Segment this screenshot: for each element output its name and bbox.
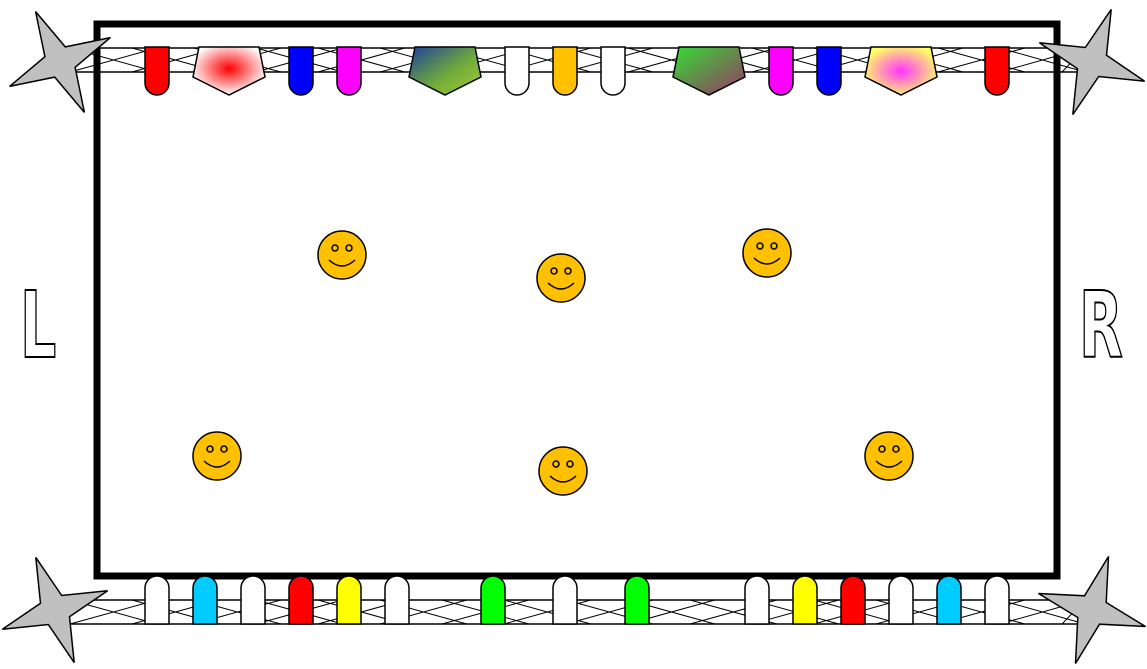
light-bulb-icon: [985, 576, 1009, 624]
smiley-icon: [865, 432, 913, 480]
pentagon-light-icon: [409, 47, 481, 95]
star-icon: [2, 557, 107, 662]
light-bulb-icon: [889, 576, 913, 624]
light-bulb-icon: [817, 47, 841, 95]
smiley-faces: [193, 229, 913, 495]
light-string-top: [145, 47, 1009, 95]
border-frame: [97, 24, 1057, 576]
light-bulb-icon: [985, 47, 1009, 95]
light-bulb-icon: [553, 576, 577, 624]
light-bulb-icon: [769, 47, 793, 95]
right-side-label: R: [1079, 280, 1123, 372]
light-bulb-icon: [193, 576, 217, 624]
light-bulb-icon: [241, 576, 265, 624]
light-bulb-icon: [145, 576, 169, 624]
left-side-label: L: [20, 280, 56, 372]
light-bulb-icon: [289, 576, 313, 624]
light-bulb-icon: [505, 47, 529, 95]
light-bulb-icon: [793, 576, 817, 624]
light-bulb-icon: [625, 576, 649, 624]
smiley-icon: [537, 254, 585, 302]
pentagon-light-icon: [673, 47, 745, 95]
light-bulb-icon: [289, 47, 313, 95]
light-bulb-icon: [337, 576, 361, 624]
smiley-icon: [193, 432, 241, 480]
light-bulb-icon: [937, 576, 961, 624]
light-bulb-icon: [337, 47, 361, 95]
pentagon-light-icon: [193, 47, 265, 95]
smiley-icon: [539, 447, 587, 495]
light-bulb-icon: [841, 576, 865, 624]
light-bulb-icon: [481, 576, 505, 624]
light-bulb-icon: [553, 47, 577, 95]
light-bulb-icon: [385, 576, 409, 624]
light-bulb-icon: [601, 47, 625, 95]
light-bulb-icon: [145, 47, 169, 95]
corner-stars: [2, 9, 1145, 663]
smiley-icon: [318, 231, 366, 279]
pentagon-light-icon: [865, 47, 937, 95]
smiley-icon: [743, 229, 791, 277]
light-bulb-icon: [745, 576, 769, 624]
